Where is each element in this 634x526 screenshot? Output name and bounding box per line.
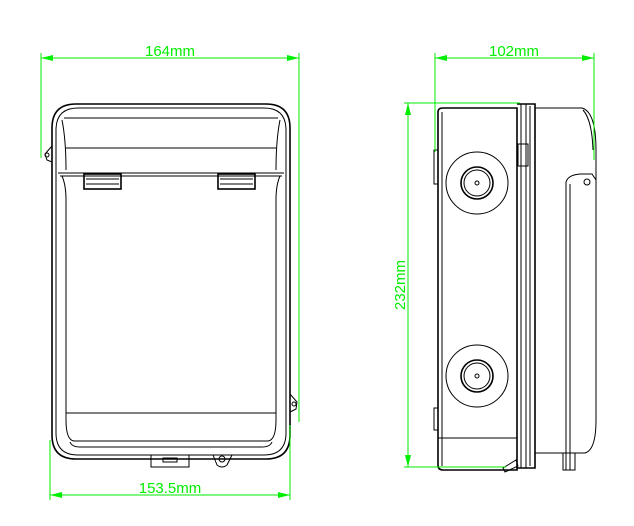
dimension-height: 232mm (392, 102, 520, 468)
dimension-front-width: 164mm (40, 43, 300, 422)
side-depth-label: 102mm (489, 43, 539, 60)
knockout-bottom (445, 344, 509, 408)
side-view (433, 103, 597, 473)
front-inner-width-label: 153.5mm (139, 480, 202, 497)
height-label: 232mm (392, 260, 409, 310)
front-view (44, 103, 298, 468)
front-width-label: 164mm (145, 43, 195, 60)
dimension-side-depth: 102mm (434, 43, 595, 160)
knockout-top (445, 151, 509, 215)
dimension-front-inner-width: 153.5mm (49, 425, 291, 500)
